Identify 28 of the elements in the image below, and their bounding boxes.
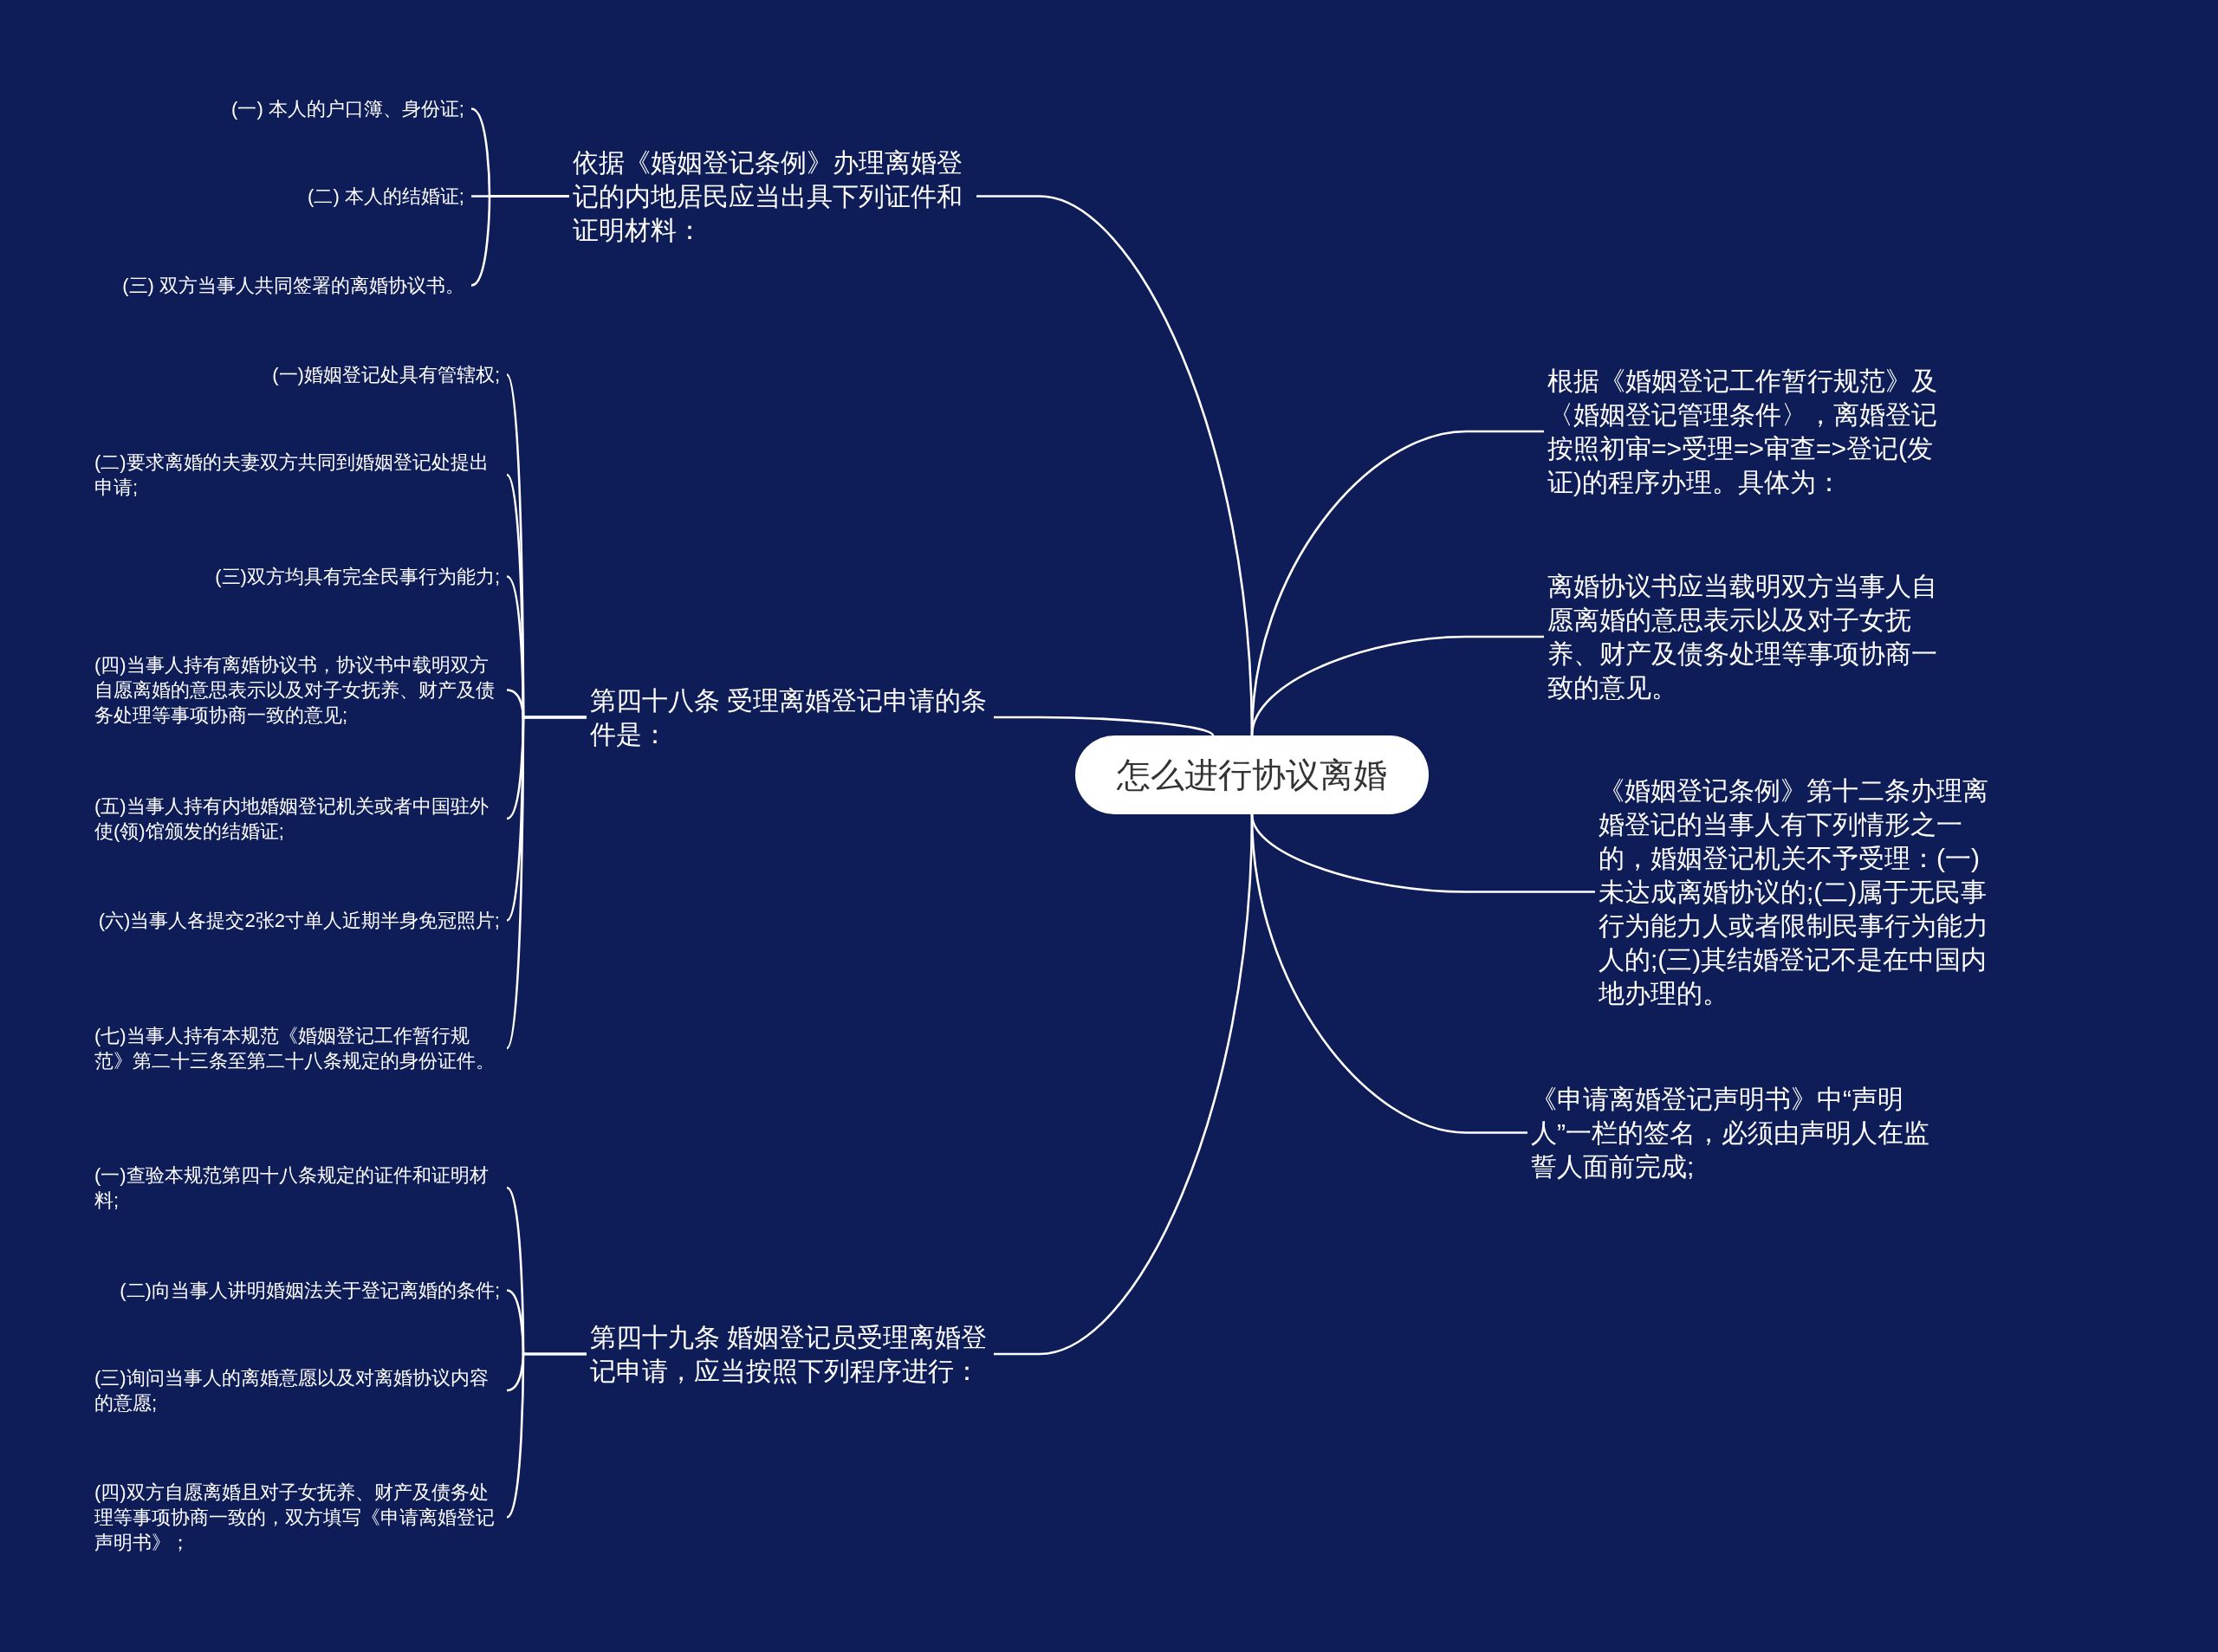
leaf-text: (二)向当事人讲明婚姻法关于登记离婚的条件; — [116, 1278, 507, 1303]
leaf-text: (三) 双方当事人共同签署的离婚协议书。 — [119, 273, 471, 298]
branch-text: 《婚姻登记条例》第十二条办理离婚登记的当事人有下列情形之一的，婚姻登记机关不予受理：(一)未达成离婚协议的;(二)属于无民事行为能力人或者限制民事行为能力人的;(三)其结婚登记不是在中国内地办理的。 — [1595, 774, 2002, 1010]
leaf-text: (七)当事人持有本规范《婚姻登记工作暂行规范》第二十三条至第二十八条规定的身份证件。 — [91, 1023, 507, 1073]
topic-pill: 怎么进行协议离婚 — [1075, 735, 1429, 814]
leaf-text: (三)询问当事人的离婚意愿以及对离婚协议内容的意愿; — [91, 1365, 507, 1416]
leaf-text: (二)要求离婚的夫妻双方共同到婚姻登记处提出申请; — [91, 450, 507, 500]
leaf-text: (二) 本人的结婚证; — [304, 184, 471, 209]
connector-line — [1250, 813, 1527, 1134]
connector-line — [1250, 635, 1544, 736]
connector-line — [470, 195, 569, 287]
branch-text: 《申请离婚登记声明书》中“声明人”一栏的签名，必须由声明人在监誓人面前完成; — [1527, 1082, 1935, 1183]
leaf-text: (五)当事人持有内地婚姻登记机关或者中国驻外使(领)馆颁发的结婚证; — [91, 794, 507, 844]
leaf-text: (三)双方均具有完全民事行为能力; — [211, 564, 507, 589]
branch-text: 依据《婚姻登记条例》办理离婚登记的内地居民应当出具下列证件和证明材料： — [569, 146, 976, 247]
leaf-text: (四)当事人持有离婚协议书，协议书中载明双方自愿离婚的意思表示以及对子女抚养、财产及债务处理等事项协商一致的意见; — [91, 652, 507, 728]
connector-line — [505, 716, 587, 1049]
branch-text: 离婚协议书应当载明双方当事人自愿离婚的意思表示以及对子女抚养、财产及债务处理等事项协商一致的意见。 — [1544, 569, 1951, 704]
branch-text: 第四十八条 受理离婚登记申请的条件是： — [587, 683, 994, 751]
branch-text: 第四十九条 婚姻登记员受理离婚登记申请，应当按照下列程序进行： — [587, 1320, 994, 1388]
connector-line — [994, 716, 1215, 736]
branch-text: 根据《婚姻登记工作暂行规范》及〈婚姻登记管理条件〉，离婚登记按照初审=>受理=>审查=>登记(发证)的程序办理。具体为： — [1544, 364, 1951, 499]
leaf-text: (六)当事人各提交2张2寸单人近期半身免冠照片; — [94, 908, 507, 933]
leaf-text: (四)双方自愿离婚且对子女抚养、财产及债务处理等事项协商一致的，双方填写《申请离婚登记声明书》； — [91, 1480, 507, 1555]
leaf-text: (一) 本人的户口簿、身份证; — [228, 96, 471, 121]
leaf-text: (一)婚姻登记处具有管辖权; — [269, 362, 507, 387]
leaf-text: (一)查验本规范第四十八条规定的证件和证明材料; — [91, 1163, 507, 1213]
connector-line — [506, 1352, 587, 1519]
